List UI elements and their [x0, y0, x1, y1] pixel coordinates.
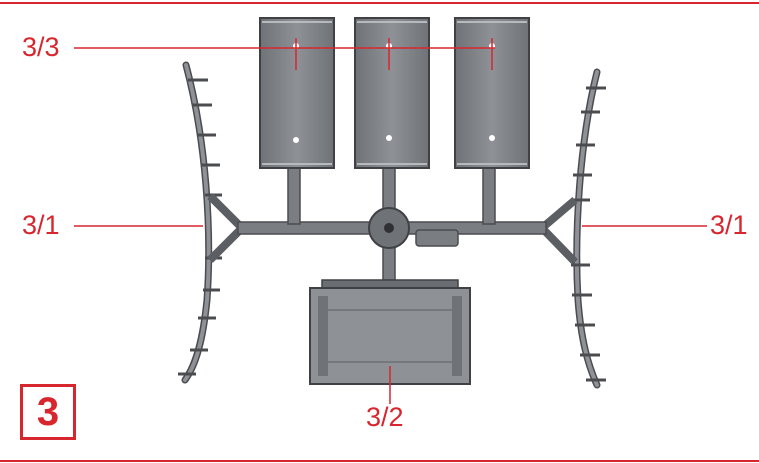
panel-part-middle: [354, 17, 430, 169]
callout-3-1-right: 3/1: [710, 210, 748, 240]
top-rule: [0, 2, 759, 4]
callout-3-2: 3/2: [366, 402, 404, 432]
leader-lines: [74, 38, 707, 404]
left-y-connector: [207, 193, 246, 263]
right-rail-part: [571, 68, 606, 389]
panel-part-left: [259, 17, 335, 169]
callout-3-3: 3/3: [22, 32, 60, 62]
center-hub: [368, 207, 410, 249]
left-rail-part: [178, 61, 222, 384]
right-y-connector: [538, 196, 578, 265]
step-number-badge: 3: [20, 384, 76, 440]
callout-3-1-left: 3/1: [22, 210, 60, 240]
bottom-rule: [0, 460, 759, 462]
sprue-tab: [415, 229, 459, 247]
